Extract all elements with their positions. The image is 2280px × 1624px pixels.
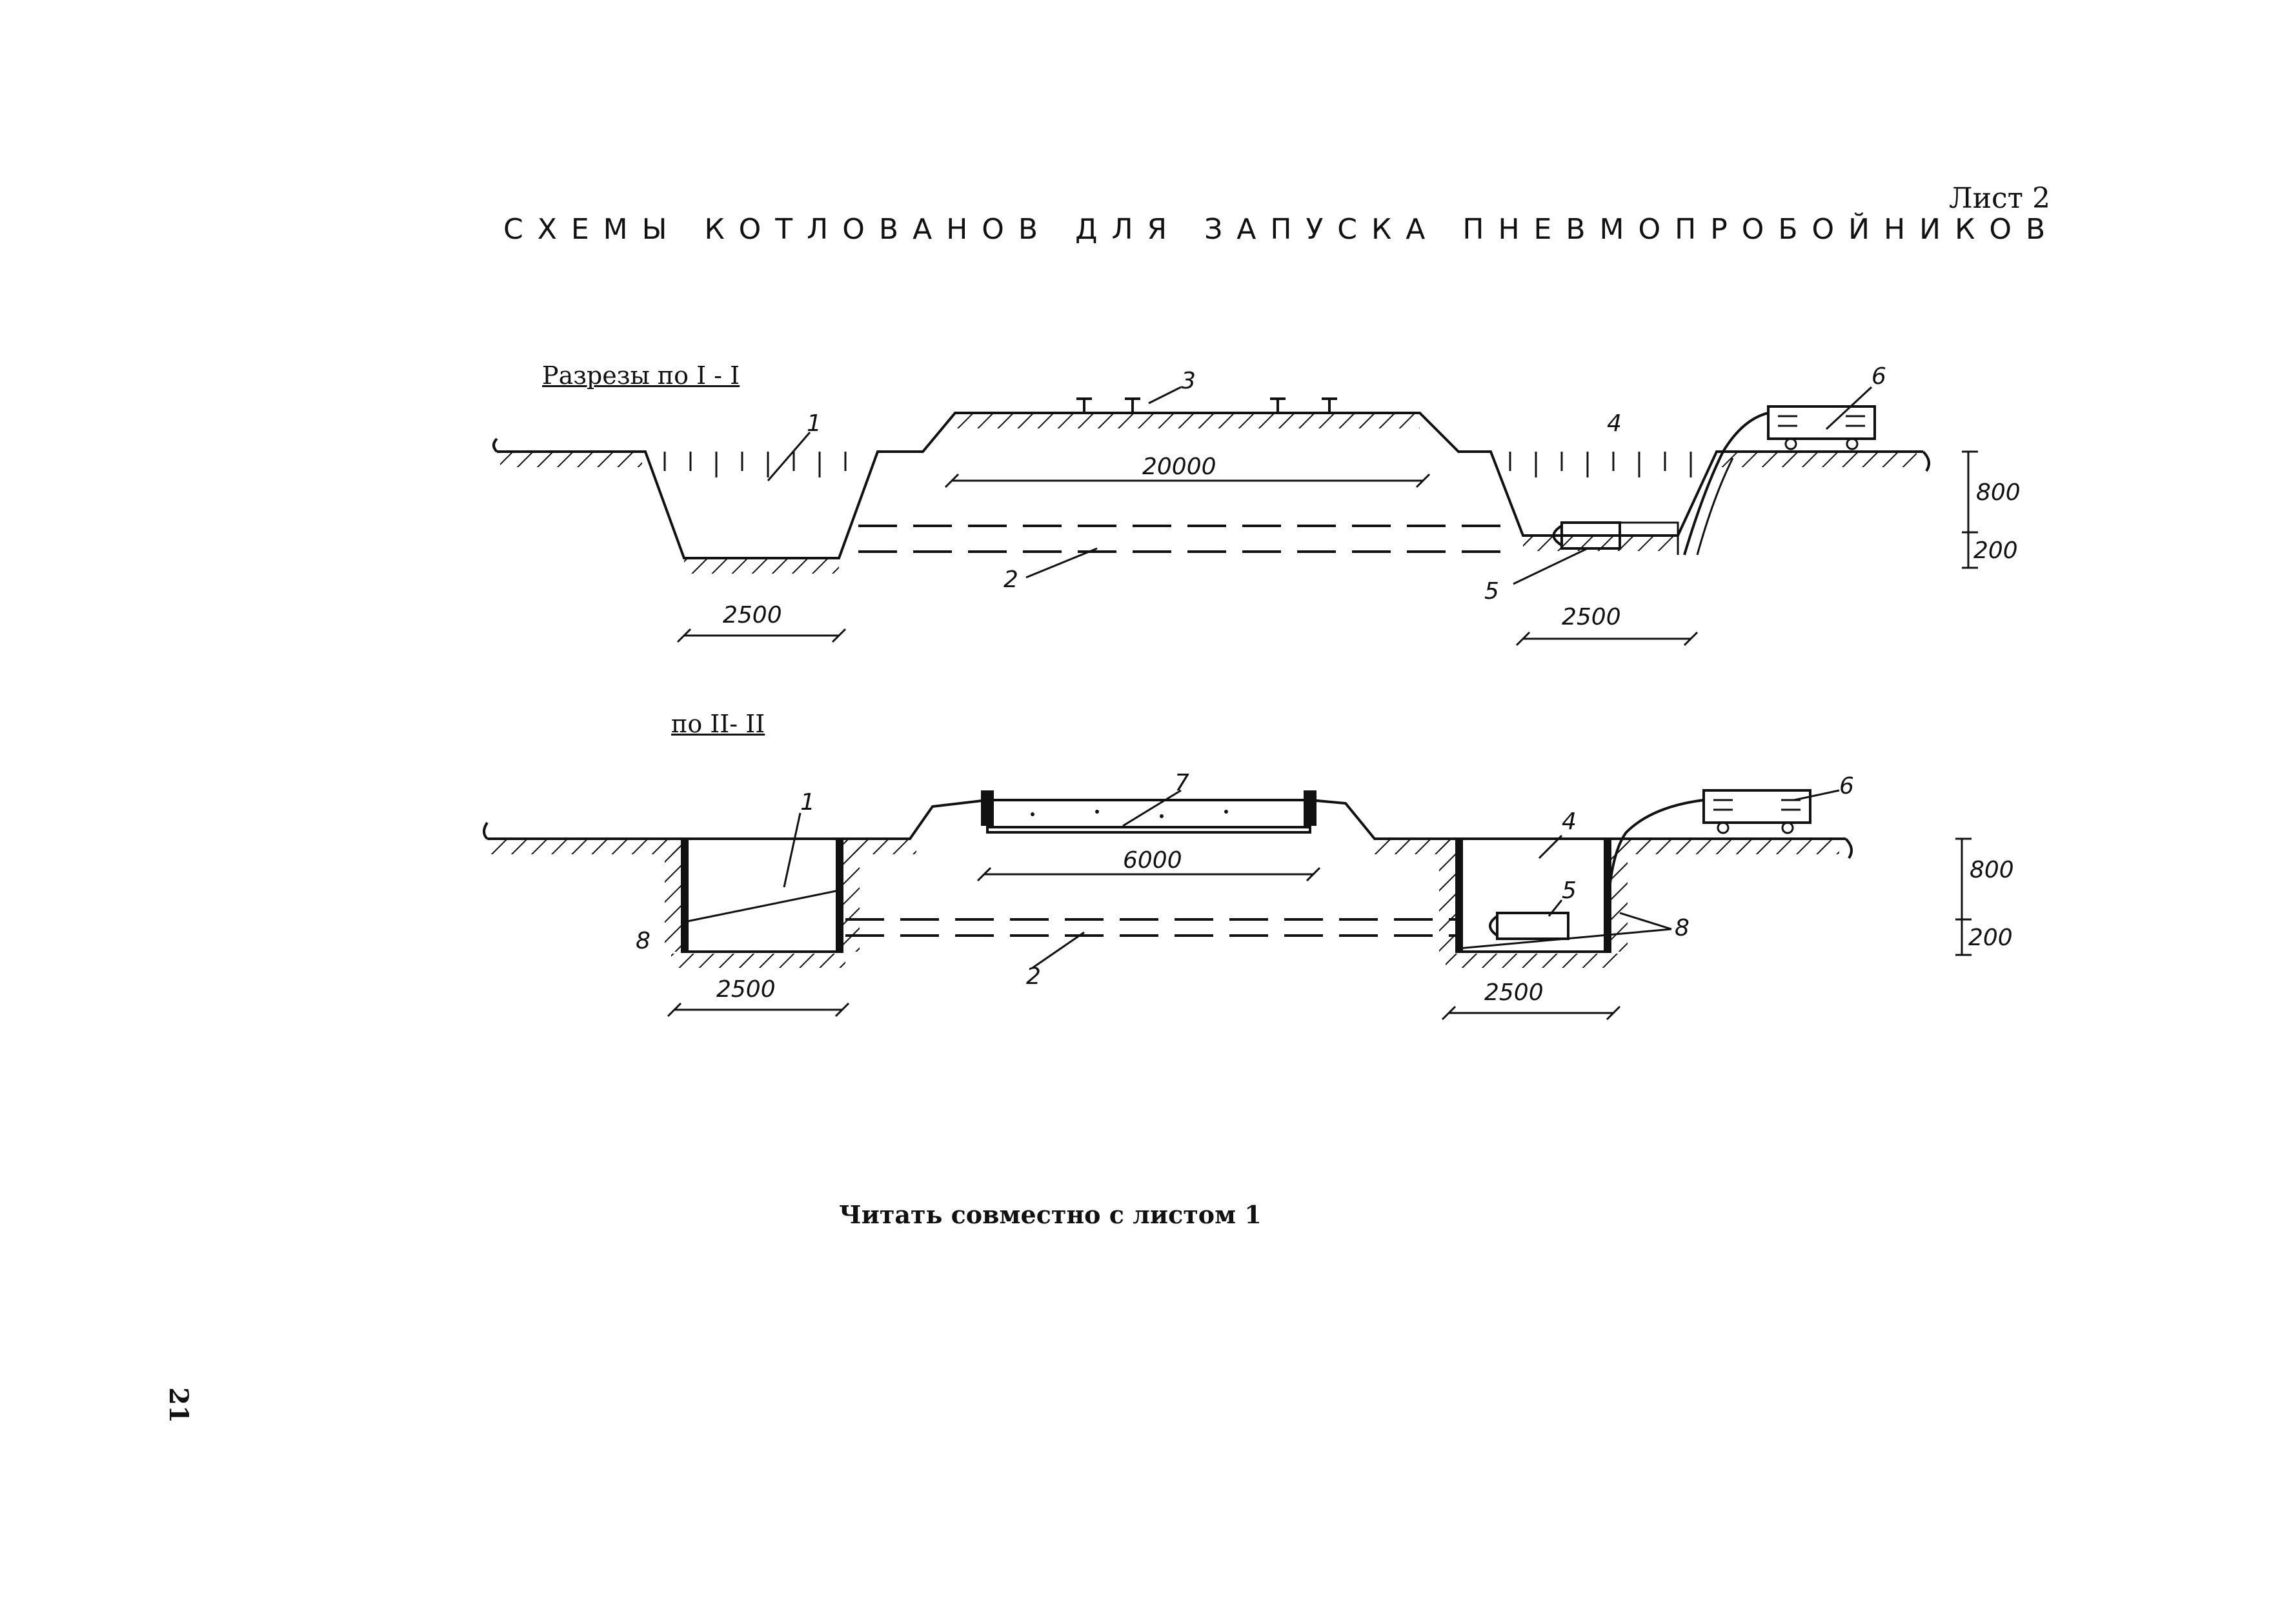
dim-depth-bottom-2: 200 [1968, 925, 2013, 951]
callout-6: 6 [1871, 363, 1886, 390]
callout-2-8b: 8 [1675, 915, 1690, 941]
callout-5: 5 [1484, 578, 1499, 605]
callout-2-2: 2 [1026, 963, 1041, 990]
pit-1-ticks [663, 452, 847, 477]
callout-2-6: 6 [1839, 773, 1854, 799]
dim-pit-right-1: 2500 [1562, 604, 1621, 630]
dim-span-1-label: 20000 [1142, 454, 1216, 480]
callout-2-4: 4 [1562, 808, 1577, 835]
rail-marks [1076, 397, 1337, 413]
compressor-2 [1702, 789, 1811, 834]
section-2-title: по II- II [671, 710, 765, 738]
callout-3: 3 [1181, 368, 1196, 394]
compressor-1 [1767, 405, 1876, 450]
callout-2: 2 [1004, 566, 1018, 593]
section-2-drawing: 6000 2500 2500 800 200 1 2 4 5 6 7 8 8 [483, 770, 2014, 1021]
callout-1: 1 [807, 410, 822, 437]
dim-depth-top-2: 800 [1970, 857, 2014, 883]
page-title: СХЕМЫ КОТЛОВАНОВ ДЛЯ ЗАПУСКА ПНЕВМОПРОБО… [503, 213, 2060, 246]
dim-depth-bottom-1: 200 [1973, 537, 2018, 564]
dim-pit-left-2: 2500 [716, 976, 776, 1003]
road-slab [981, 790, 1317, 828]
sheet-label: Лист 2 [1949, 182, 2051, 215]
dim-span-2-label: 6000 [1123, 847, 1182, 874]
callout-2-5: 5 [1562, 877, 1577, 904]
section-1-title: Разрезы по I - I [542, 361, 740, 390]
callout-2-1: 1 [800, 789, 815, 816]
dim-pit-right-2: 2500 [1484, 979, 1544, 1006]
ground-line-left [492, 412, 1923, 559]
pipe-route-1 [858, 525, 1510, 553]
callout-2-7: 7 [1175, 770, 1189, 796]
note-text: Читать совместно с листом 1 [839, 1200, 1262, 1229]
dim-span-1 [944, 473, 1431, 488]
callout-4: 4 [1607, 410, 1622, 437]
pit-4-ticks [1509, 452, 1692, 477]
section-1-drawing: 20000 2500 2500 800 200 1 2 [492, 363, 2021, 647]
air-hose-1 [1683, 412, 1769, 556]
dim-pit-left-1: 2500 [723, 602, 782, 628]
page-number: 21 [163, 1387, 194, 1423]
callout-2-8a: 8 [636, 928, 651, 954]
dim-depth-top-1: 800 [1976, 479, 2021, 506]
